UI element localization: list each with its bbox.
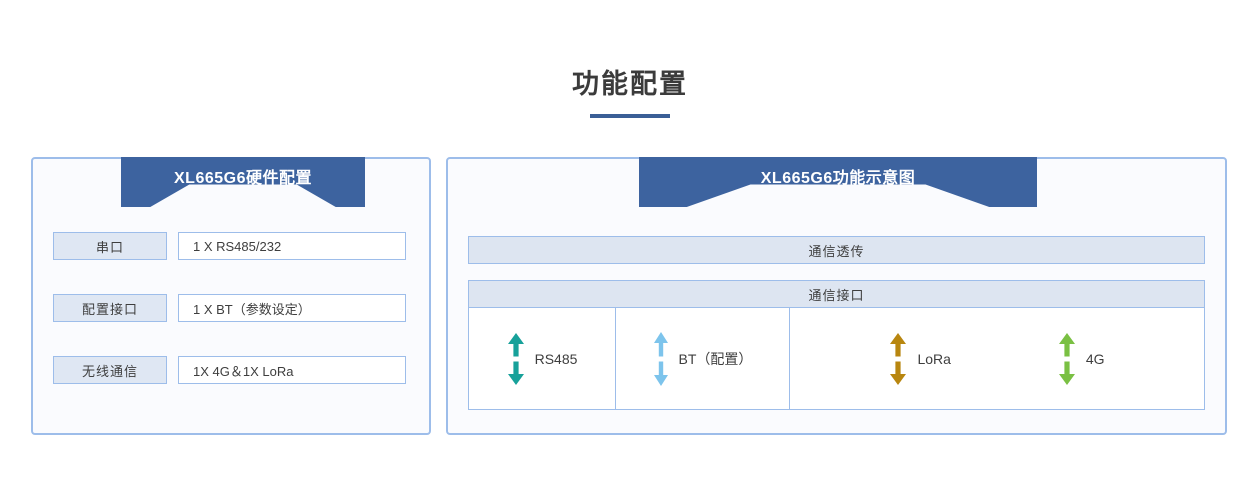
spec-key-config-port: 配置接口 (53, 294, 167, 322)
hardware-config-ribbon-title: XL665G6硬件配置 (174, 170, 312, 187)
interface-label-rs485: RS485 (534, 350, 578, 367)
spec-key-serial: 串口 (53, 232, 167, 260)
spec-row: 配置接口 1 X BT（参数设定） (53, 294, 406, 322)
spec-row: 无线通信 1X 4G＆1X LoRa (53, 356, 406, 384)
spec-row: 串口 1 X RS485/232 (53, 232, 406, 260)
spec-key-wireless: 无线通信 (53, 356, 167, 384)
spec-value-serial: 1 X RS485/232 (178, 232, 406, 260)
double-arrow-vertical-icon (507, 332, 525, 385)
interface-label-lora: LoRa (917, 350, 951, 367)
hardware-config-ribbon: XL665G6硬件配置 (121, 157, 365, 207)
function-diagram-panel: XL665G6功能示意图 通信透传 通信接口 RS485 (446, 157, 1227, 435)
interface-item-lora: LoRa (889, 332, 951, 385)
page-title: 功能配置 (572, 69, 688, 99)
function-diagram-ribbon: XL665G6功能示意图 (639, 157, 1037, 207)
title-underline-rule (590, 114, 670, 118)
page-title-block: 功能配置 (0, 66, 1260, 118)
hardware-config-panel: XL665G6硬件配置 串口 1 X RS485/232 配置接口 1 X BT… (31, 157, 431, 435)
interface-cell-bt: BT（配置） (616, 308, 790, 409)
band-communication-interface: 通信接口 (468, 280, 1205, 308)
double-arrow-vertical-icon (889, 332, 907, 385)
spec-value-config-port: 1 X BT（参数设定） (178, 294, 406, 322)
double-arrow-vertical-icon (1058, 332, 1076, 385)
interface-item-4g: 4G (1058, 332, 1105, 385)
double-arrow-vertical-icon (653, 331, 669, 386)
interface-cell-wireless: LoRa 4G (790, 308, 1204, 409)
interface-cell-rs485: RS485 (469, 308, 616, 409)
interface-label-4g: 4G (1085, 350, 1105, 367)
interface-item-bt: BT（配置） (653, 331, 753, 386)
interface-item-rs485: RS485 (507, 332, 578, 385)
band-transparent-transmission: 通信透传 (468, 236, 1205, 264)
interface-label-bt: BT（配置） (678, 350, 753, 367)
interface-grid: RS485 BT（配置） (468, 308, 1205, 410)
function-diagram-ribbon-title: XL665G6功能示意图 (760, 170, 916, 187)
spec-value-wireless: 1X 4G＆1X LoRa (178, 356, 406, 384)
